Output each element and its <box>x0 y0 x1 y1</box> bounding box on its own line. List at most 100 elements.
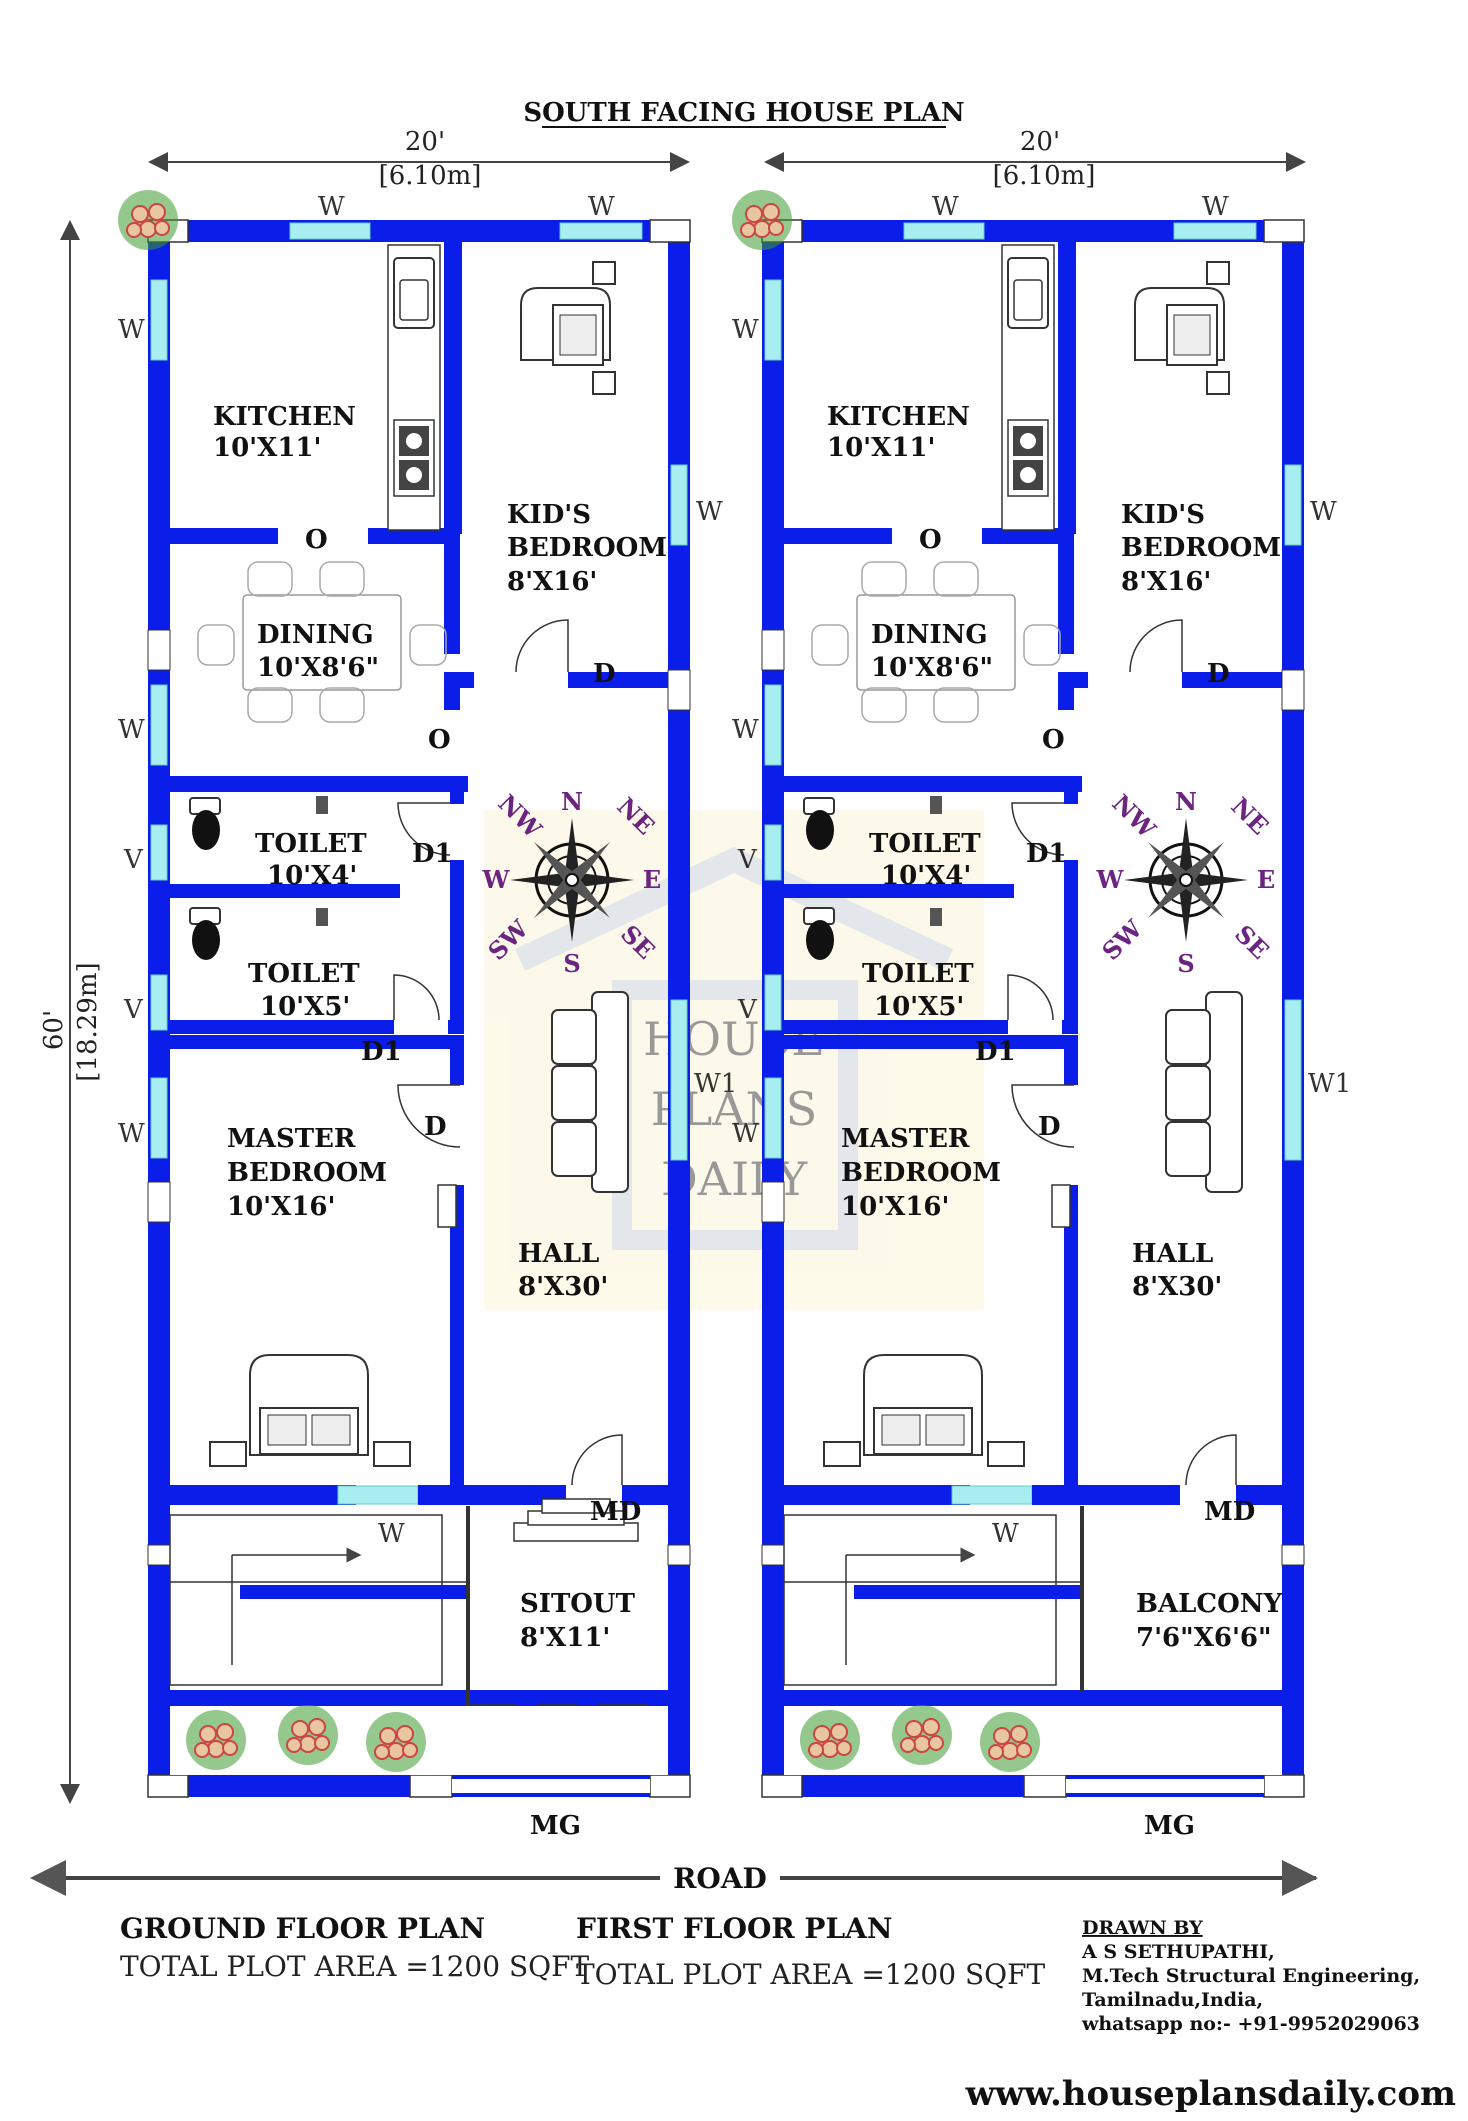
f-master-size: 10'X16' <box>841 1192 949 1222</box>
compass-rose: N S E W NE NW SE SW <box>482 787 662 978</box>
f-kitchen-size: 10'X11' <box>827 433 935 463</box>
first-floor-heading: FIRST FLOOR PLAN <box>576 1912 892 1945</box>
compass-s: S <box>563 949 580 978</box>
g-window-mark: W <box>118 315 145 345</box>
f-vent-mark: V <box>737 995 758 1025</box>
f-toilet1-name: TOILET <box>869 829 981 859</box>
f-door1-mark: D1 <box>1026 839 1067 869</box>
f-window-mark: W <box>732 315 759 345</box>
f-door-mark: D <box>1038 1112 1061 1142</box>
width-m-right: [6.10m] <box>993 161 1096 191</box>
plan-title: SOUTH FACING HOUSE PLAN <box>523 98 964 128</box>
first-floor-area: TOTAL PLOT AREA =1200 SQFT <box>576 1958 1046 1991</box>
first-floor-plan <box>732 190 1304 1797</box>
f-window-mark: W <box>1310 497 1337 527</box>
g-door-mark: D <box>593 659 616 689</box>
f-opening-mark: O <box>1042 725 1065 755</box>
f-main-gate-mark: MG <box>1144 1811 1195 1841</box>
compass-ne: NE <box>1226 792 1275 841</box>
credits-name: A S SETHUPATHI, <box>1081 1941 1275 1963</box>
road-label: ROAD <box>673 1862 767 1895</box>
g-master-name2: BEDROOM <box>227 1158 387 1188</box>
g-door1-mark: D1 <box>412 839 453 869</box>
f-dining-size: 10'X8'6" <box>871 653 993 683</box>
g-toilet1-name: TOILET <box>255 829 367 859</box>
f-hall-name: HALL <box>1132 1239 1213 1269</box>
compass-w: W <box>482 865 511 894</box>
f-kid-size: 8'X16' <box>1121 567 1211 597</box>
g-toilet2-name: TOILET <box>248 959 360 989</box>
ground-floor-plan <box>118 190 690 1797</box>
g-window-mark: W <box>118 1119 145 1149</box>
f-main-door-mark: MD <box>1204 1497 1255 1527</box>
first-floor-labels: KITCHEN 10'X11' KID'S BEDROOM 8'X16' DIN… <box>732 192 1351 1841</box>
f-door1-mark: D1 <box>975 1037 1016 1067</box>
g-vent-mark: V <box>123 845 144 875</box>
length-ft: 60' <box>39 1010 69 1050</box>
f-window-mark: W <box>732 715 759 745</box>
compass-e: E <box>643 865 661 894</box>
g-door-mark: D <box>424 1112 447 1142</box>
f-opening-mark: O <box>919 525 942 555</box>
f-vent-mark: V <box>737 845 758 875</box>
g-window-mark: W <box>588 192 615 222</box>
f-master-name2: BEDROOM <box>841 1158 1001 1188</box>
g-vent-mark: V <box>123 995 144 1025</box>
g-window1-mark: W1 <box>694 1069 737 1099</box>
f-balcony-name: BALCONY <box>1136 1589 1283 1619</box>
compass-s: S <box>1177 949 1194 978</box>
width-ft-right: 20' <box>1020 127 1060 157</box>
f-dining-name: DINING <box>871 620 988 650</box>
g-dining-name: DINING <box>257 620 374 650</box>
f-window-mark: W <box>992 1519 1019 1549</box>
f-kid-name2: BEDROOM <box>1121 533 1281 563</box>
credits-place: Tamilnadu,India, <box>1082 1989 1263 2011</box>
f-toilet2-name: TOILET <box>862 959 974 989</box>
g-window-mark: W <box>696 497 723 527</box>
g-kid-size: 8'X16' <box>507 567 597 597</box>
g-window-mark: W <box>118 715 145 745</box>
f-door-mark: D <box>1207 659 1230 689</box>
g-main-door-mark: MD <box>590 1497 641 1527</box>
g-master-name1: MASTER <box>227 1124 356 1154</box>
f-master-name1: MASTER <box>841 1124 970 1154</box>
f-toilet2-size: 10'X5' <box>874 992 964 1022</box>
f-kitchen-name: KITCHEN <box>827 402 970 432</box>
compass-w: W <box>1096 865 1125 894</box>
g-kitchen-name: KITCHEN <box>213 402 356 432</box>
width-ft-left: 20' <box>405 127 445 157</box>
g-sitout-size: 8'X11' <box>520 1623 610 1653</box>
compass-rose: N S E W NE NW SE SW <box>1096 787 1276 978</box>
f-balcony-size: 7'6"X6'6" <box>1136 1623 1272 1653</box>
width-m-left: [6.10m] <box>379 161 482 191</box>
ground-floor-area: TOTAL PLOT AREA =1200 SQFT <box>120 1950 590 1983</box>
compass-nw: NW <box>1106 788 1162 844</box>
g-opening-mark: O <box>305 525 328 555</box>
compass-sw: SW <box>1096 913 1149 966</box>
f-hall-size: 8'X30' <box>1132 1272 1222 1302</box>
g-kid-name2: BEDROOM <box>507 533 667 563</box>
g-dining-size: 10'X8'6" <box>257 653 379 683</box>
g-sitout-name: SITOUT <box>520 1589 636 1619</box>
credits-heading: DRAWN BY <box>1082 1917 1203 1939</box>
g-kitchen-size: 10'X11' <box>213 433 321 463</box>
length-m: [18.29m] <box>73 962 103 1081</box>
credits-degree: M.Tech Structural Engineering, <box>1082 1965 1420 1987</box>
g-window-mark: W <box>378 1519 405 1549</box>
g-hall-size: 8'X30' <box>518 1272 608 1302</box>
g-opening-mark: O <box>428 725 451 755</box>
g-main-gate-mark: MG <box>530 1811 581 1841</box>
f-window1-mark: W1 <box>1308 1069 1351 1099</box>
g-toilet2-size: 10'X5' <box>260 992 350 1022</box>
compass-se: SE <box>1229 919 1275 965</box>
g-window-mark: W <box>318 192 345 222</box>
website-url: www.houseplansdaily.com <box>965 2074 1456 2114</box>
g-door1-mark: D1 <box>361 1037 402 1067</box>
compass-n: N <box>1175 787 1197 816</box>
compass-e: E <box>1257 865 1275 894</box>
g-kid-name1: KID'S <box>507 500 591 530</box>
credits-phone: whatsapp no:- +91-9952029063 <box>1081 2013 1420 2035</box>
compass-n: N <box>561 787 583 816</box>
f-toilet1-size: 10'X4' <box>881 861 971 891</box>
